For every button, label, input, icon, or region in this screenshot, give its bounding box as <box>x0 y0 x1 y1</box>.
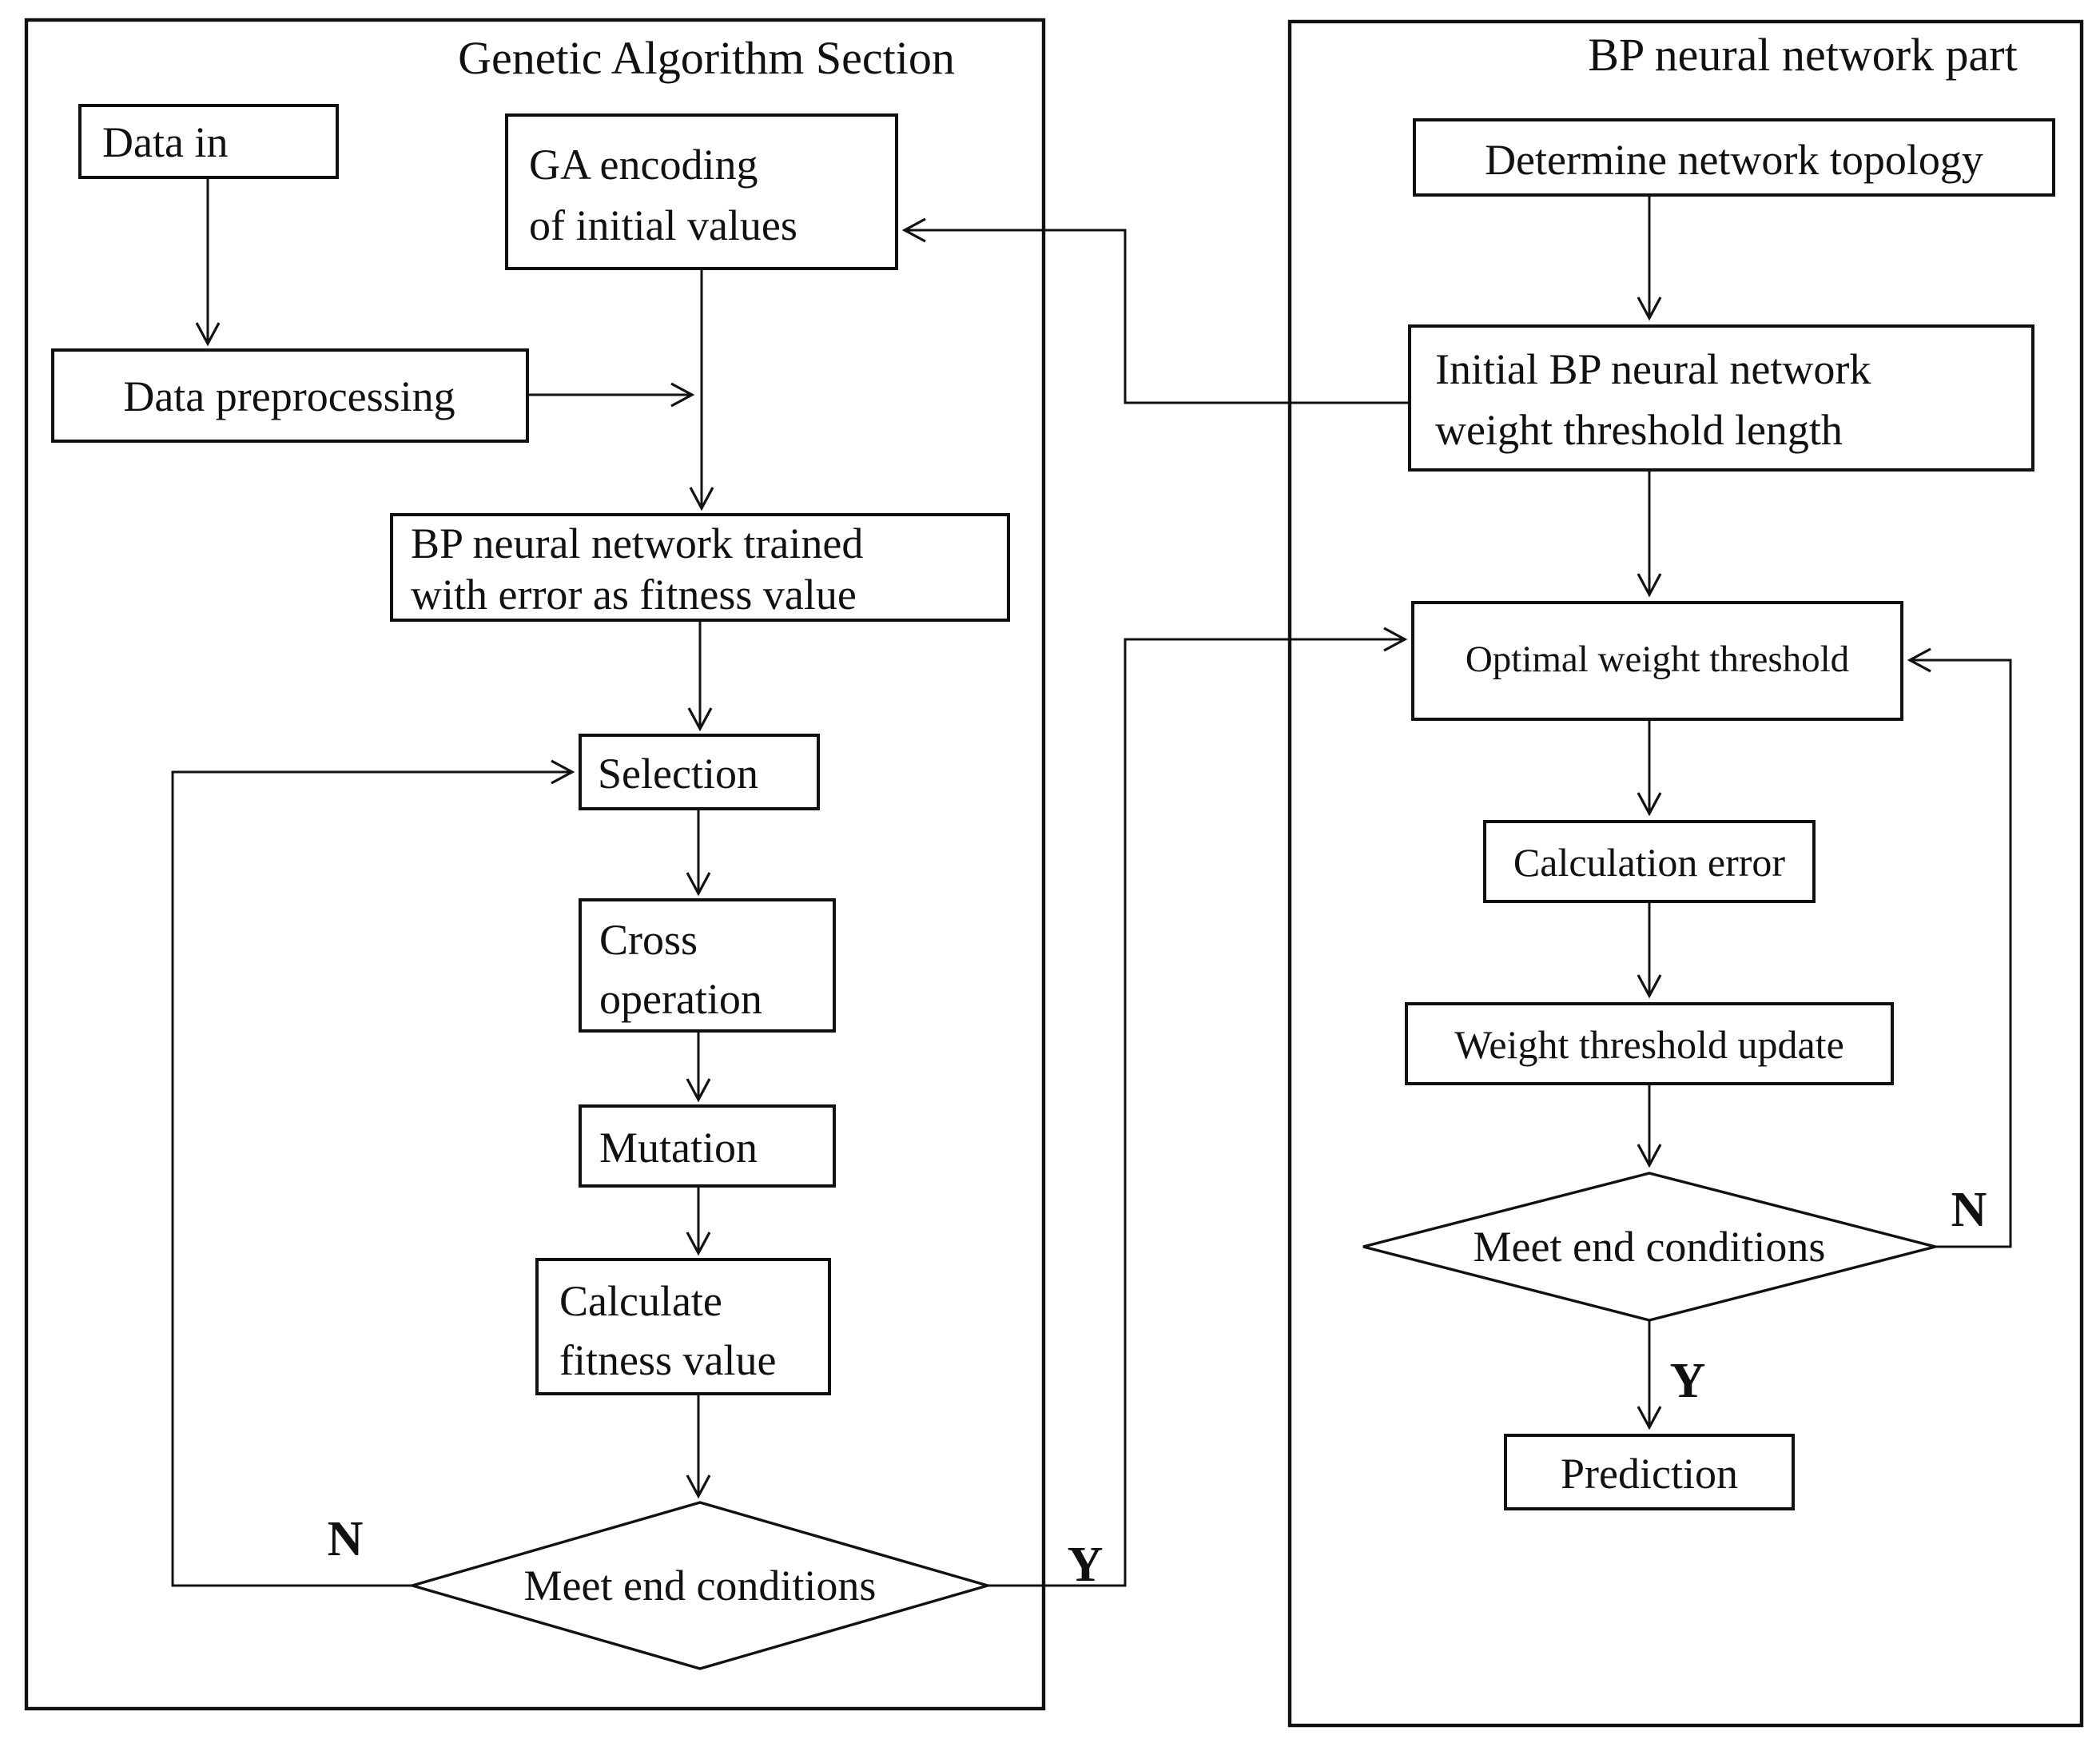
connector-ga-no-loop <box>171 759 575 1587</box>
determine-topology-label: Determine network topology <box>1485 136 1983 184</box>
bp-trained-box <box>390 513 1010 622</box>
determine-topology-box <box>1413 118 2055 197</box>
bp-trained-label-line1: BP neural network trained <box>411 519 863 567</box>
ga-encoding-box <box>505 113 898 270</box>
node-data-in: Data in <box>78 104 339 179</box>
node-weight-update: Weight threshold update <box>1405 1002 1894 1085</box>
bp-decision-label: Meet end conditions <box>1474 1223 1826 1271</box>
mutation-box <box>579 1104 836 1188</box>
bp-branch-yes-label: Y <box>1670 1354 1706 1408</box>
initial-bp-label-line1: Initial BP neural network <box>1435 345 1871 393</box>
selection-label: Selection <box>598 750 758 798</box>
prediction-label: Prediction <box>1561 1450 1738 1498</box>
cross-operation-box <box>579 898 836 1033</box>
node-calculation-error: Calculation error <box>1483 820 1816 903</box>
node-cross-operation: Cross operation <box>579 898 836 1033</box>
ga-encoding-label-line1: GA encoding <box>529 141 758 189</box>
node-bp-decision: Meet end conditions <box>1362 1172 1936 1322</box>
data-in-label: Data in <box>102 118 228 166</box>
node-prediction: Prediction <box>1504 1434 1795 1510</box>
cross-operation-label-line2: operation <box>599 975 762 1023</box>
ga-section-panel <box>24 18 1046 1711</box>
node-data-preprocessing: Data preprocessing <box>51 348 529 443</box>
calculation-error-label: Calculation error <box>1513 840 1785 885</box>
ga-section-title: Genetic Algorithm Section <box>458 32 955 84</box>
calculate-fitness-box <box>535 1258 831 1395</box>
bp-section-title: BP neural network part <box>1588 29 2017 81</box>
bp-branch-no-label: N <box>1951 1183 1987 1237</box>
weight-update-label: Weight threshold update <box>1454 1022 1844 1067</box>
connector-initialbp-to-gaencoding <box>901 217 1410 404</box>
calculate-fitness-label-line2: fitness value <box>559 1336 776 1384</box>
initial-bp-label-line2: weight threshold length <box>1435 406 1843 454</box>
node-calculate-fitness: Calculate fitness value <box>535 1258 831 1395</box>
mutation-label: Mutation <box>599 1124 758 1172</box>
node-optimal-weight: Optimal weight threshold <box>1411 601 1903 721</box>
ga-branch-yes-label: Y <box>1068 1538 1104 1592</box>
connector-bp-no-loop <box>1907 647 2012 1248</box>
optimal-weight-box <box>1411 601 1903 721</box>
data-preprocessing-label: Data preprocessing <box>123 372 455 420</box>
node-determine-topology: Determine network topology <box>1413 118 2055 197</box>
node-initial-bp: Initial BP neural network weight thresho… <box>1408 324 2034 472</box>
node-ga-decision: Meet end conditions <box>407 1501 993 1670</box>
connector-ga-yes-to-optimal <box>988 627 1408 1587</box>
node-ga-encoding: GA encoding of initial values <box>505 113 898 270</box>
optimal-weight-label: Optimal weight threshold <box>1466 639 1849 680</box>
cross-operation-label-line1: Cross <box>599 916 698 964</box>
ga-decision-diamond <box>407 1501 993 1670</box>
calculate-fitness-label-line1: Calculate <box>559 1277 722 1325</box>
ga-encoding-label-line2: of initial values <box>529 201 797 249</box>
bp-section-panel <box>1287 19 2084 1728</box>
calculation-error-box <box>1483 820 1816 903</box>
node-bp-trained: BP neural network trained with error as … <box>390 513 1010 622</box>
bp-trained-label-line2: with error as fitness value <box>411 571 857 619</box>
ga-branch-no-label: N <box>328 1512 364 1566</box>
node-selection: Selection <box>579 734 820 810</box>
node-mutation: Mutation <box>579 1104 836 1188</box>
ga-decision-label: Meet end conditions <box>524 1562 877 1610</box>
prediction-box <box>1504 1434 1795 1510</box>
initial-bp-box <box>1408 324 2034 472</box>
